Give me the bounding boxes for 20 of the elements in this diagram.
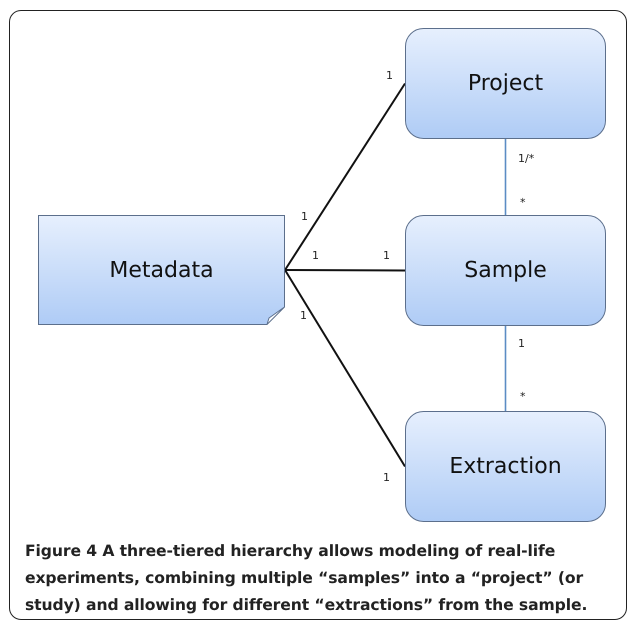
node-label: Extraction xyxy=(449,454,562,479)
connector-line xyxy=(504,326,506,411)
multiplicity-label: 1 xyxy=(301,211,308,222)
multiplicity-label: 1/* xyxy=(518,153,534,164)
figure-caption: Figure 4 A three-tiered hierarchy allows modeling of real-life experiments, combining multiple “samples” into a “project” (or study) and allowing for different “extractions” from the sample. xyxy=(25,541,588,616)
node-label: Metadata xyxy=(109,258,214,282)
connector-line xyxy=(504,139,506,215)
node-label: Project xyxy=(468,71,544,96)
multiplicity-label: 1 xyxy=(383,472,390,483)
multiplicity-label: * xyxy=(520,391,526,402)
connector-line xyxy=(284,269,406,468)
multiplicity-label: 1 xyxy=(383,250,390,261)
node-label: Sample xyxy=(464,258,547,283)
multiplicity-label: 1 xyxy=(386,70,393,81)
multiplicity-label: * xyxy=(520,197,526,208)
connector-line xyxy=(284,82,406,271)
multiplicity-label: 1 xyxy=(312,250,319,261)
connector-line xyxy=(285,269,405,272)
multiplicity-label: 1 xyxy=(518,338,525,349)
multiplicity-label: 1 xyxy=(300,310,307,321)
